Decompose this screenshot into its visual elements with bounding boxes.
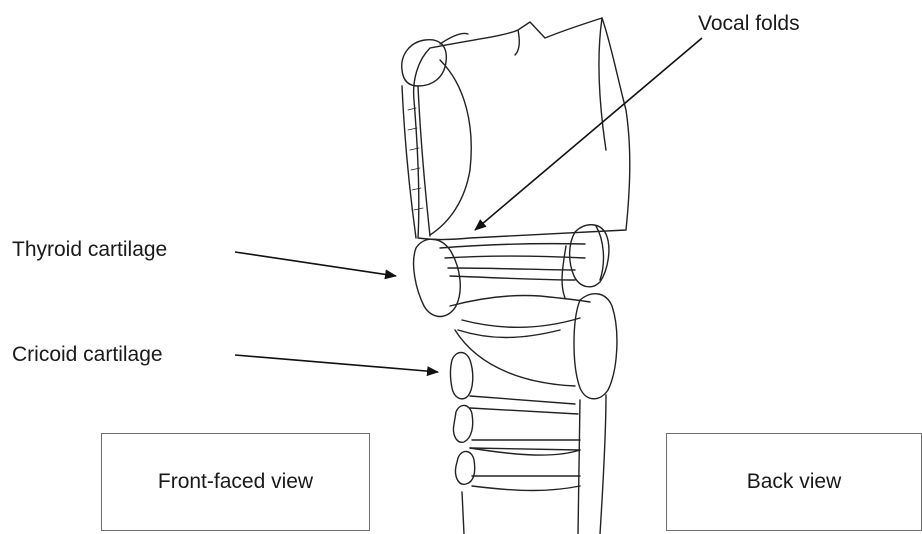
right-oval xyxy=(574,294,617,399)
thyroid-arrow xyxy=(235,252,396,276)
cricoid-oval xyxy=(451,353,473,399)
cricoid-cartilage-label: Cricoid cartilage xyxy=(12,343,163,367)
vocal-folds-arrow xyxy=(475,38,702,230)
front-view-box: Front-faced view xyxy=(101,433,370,531)
ring-oval-1 xyxy=(453,405,472,442)
front-view-label: Front-faced view xyxy=(158,470,313,494)
ring-oval-2 xyxy=(455,451,474,484)
cricoid-arrow xyxy=(235,355,438,372)
back-view-label: Back view xyxy=(747,470,842,494)
thyroid-cartilage-label: Thyroid cartilage xyxy=(12,238,167,262)
back-view-box: Back view xyxy=(666,433,922,531)
vocal-folds-label: Vocal folds xyxy=(698,12,800,36)
